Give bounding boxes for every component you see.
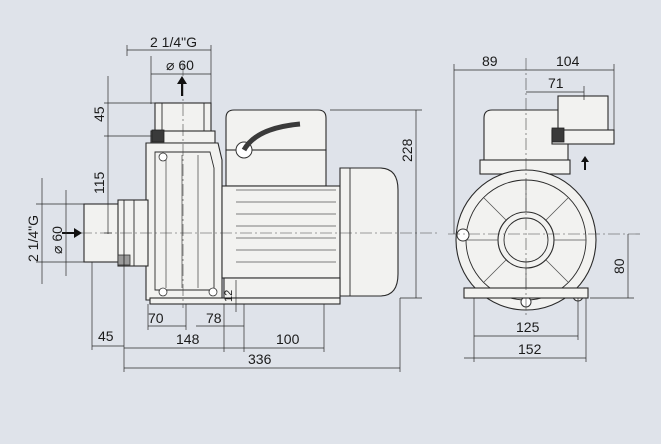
- dim-side-right: 104: [556, 53, 580, 69]
- dim-side-axis-height: 80: [611, 258, 627, 274]
- dim-foot-to-end: 100: [276, 331, 300, 347]
- dim-side-outlet: 71: [548, 75, 564, 91]
- dim-axis-height: 115: [91, 171, 107, 194]
- dim-top-height: 45: [91, 106, 107, 122]
- dim-side-thread: 2 1/4"G: [25, 215, 41, 262]
- dim-side-offset: 45: [98, 328, 114, 344]
- dim-side-diameter: ⌀ 60: [49, 226, 65, 254]
- dim-base-width: 70: [148, 310, 164, 326]
- dim-top-diameter: ⌀ 60: [166, 57, 194, 73]
- dim-foot-spacing: 78: [206, 310, 222, 326]
- side-arrow-up-icon: [581, 156, 589, 162]
- pump-side-view: [455, 95, 615, 311]
- dim-top-thread: 2 1/4"G: [150, 34, 197, 50]
- arrow-right-icon: [74, 228, 82, 238]
- dim-side-left: 89: [482, 53, 498, 69]
- dim-overall-width: 152: [518, 341, 542, 357]
- dim-overall-length: 336: [248, 351, 272, 367]
- pump-front-view: [83, 102, 399, 305]
- arrow-up-icon: [177, 76, 187, 84]
- dim-base-length: 148: [176, 331, 200, 347]
- dim-overall-height: 228: [399, 138, 415, 162]
- dim-feet-spacing: 125: [516, 319, 540, 335]
- dim-foot-height: 12: [223, 290, 235, 302]
